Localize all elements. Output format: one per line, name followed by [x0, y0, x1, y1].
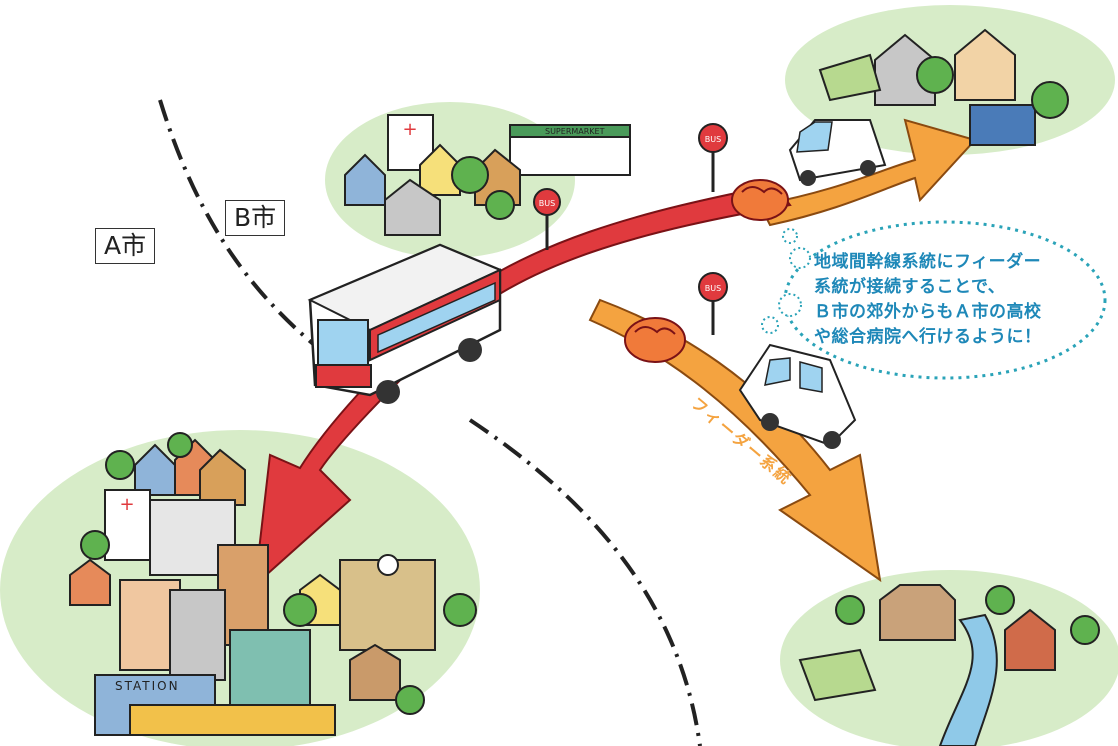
handshake-bottom-icon — [625, 318, 685, 362]
city-a-label: A市 — [95, 228, 155, 264]
svg-text:BUS: BUS — [539, 199, 555, 208]
city-b-label: B市 — [225, 200, 285, 236]
handshake-top-icon — [732, 180, 788, 220]
bus-stop-bottom: BUS — [699, 273, 727, 335]
bus-stop-top: BUS — [699, 124, 727, 192]
station-sign: STATION — [115, 679, 180, 693]
boundary-line-lower — [470, 420, 700, 746]
callout-line-1: 地域間幹線系統にフィーダー — [814, 250, 1084, 275]
callout-text: 地域間幹線系統にフィーダー 系統が接続することで、 Ｂ市の郊外からもＡ市の高校 … — [814, 250, 1084, 350]
callout-line-4: や総合病院へ行けるように！ — [814, 325, 1084, 350]
callout-line-3: Ｂ市の郊外からもＡ市の高校 — [814, 300, 1084, 325]
svg-text:BUS: BUS — [705, 284, 721, 293]
svg-text:BUS: BUS — [705, 135, 721, 144]
supermarket-sign: SUPERMARKET — [545, 127, 605, 136]
svg-text:+: + — [119, 494, 134, 515]
svg-text:+: + — [402, 119, 417, 140]
callout-line-2: 系統が接続することで、 — [814, 275, 1084, 300]
